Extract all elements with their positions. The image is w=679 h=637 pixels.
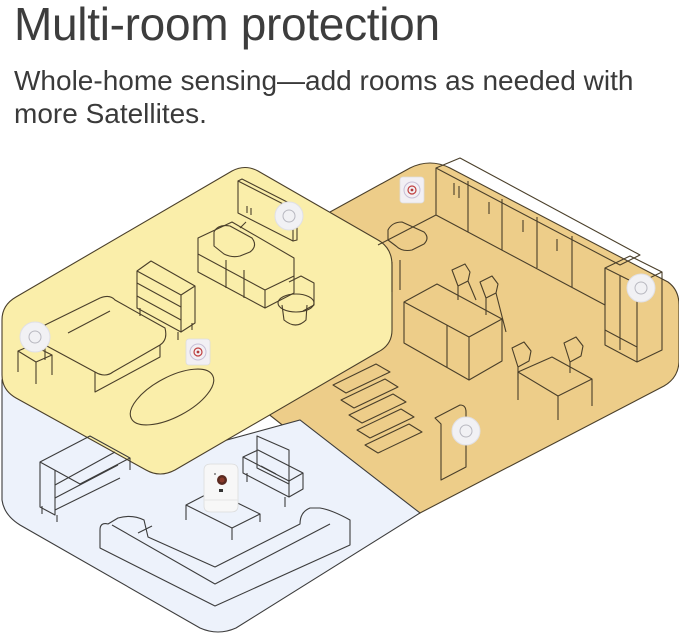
- page-title: Multi-room protection: [14, 0, 440, 50]
- kitchen-sink: [377, 214, 437, 292]
- bathroom-vanity: [197, 221, 295, 309]
- bed: [44, 295, 167, 393]
- satellite-ceiling-kitchen: [626, 273, 656, 303]
- satellite-wall-kitchen: [399, 176, 425, 204]
- sectional-sofa: [99, 507, 351, 607]
- kitchen-island: [403, 283, 503, 381]
- living-room-shelf: [39, 435, 131, 522]
- satellite-ceiling-bedroom: [19, 321, 51, 353]
- satellite-wall-bedroom: [185, 338, 211, 366]
- satellite-ceiling-bathroom: [274, 201, 304, 231]
- base-station-camera: [203, 463, 239, 513]
- tv-stand: [242, 435, 304, 507]
- hallway-steps: [332, 363, 423, 454]
- bedroom-room-zone: [1, 166, 393, 475]
- bedroom-dresser: [136, 260, 196, 340]
- page-subtitle: Whole-home sensing—add rooms as needed w…: [14, 65, 634, 129]
- bedroom-rug: [129, 368, 215, 426]
- satellite-ceiling-hallway: [451, 416, 481, 446]
- hallway-door: [434, 404, 467, 481]
- dining-table: [511, 336, 593, 420]
- toilet: [277, 275, 315, 326]
- refrigerator: [604, 255, 663, 363]
- bar-stools: [451, 263, 507, 333]
